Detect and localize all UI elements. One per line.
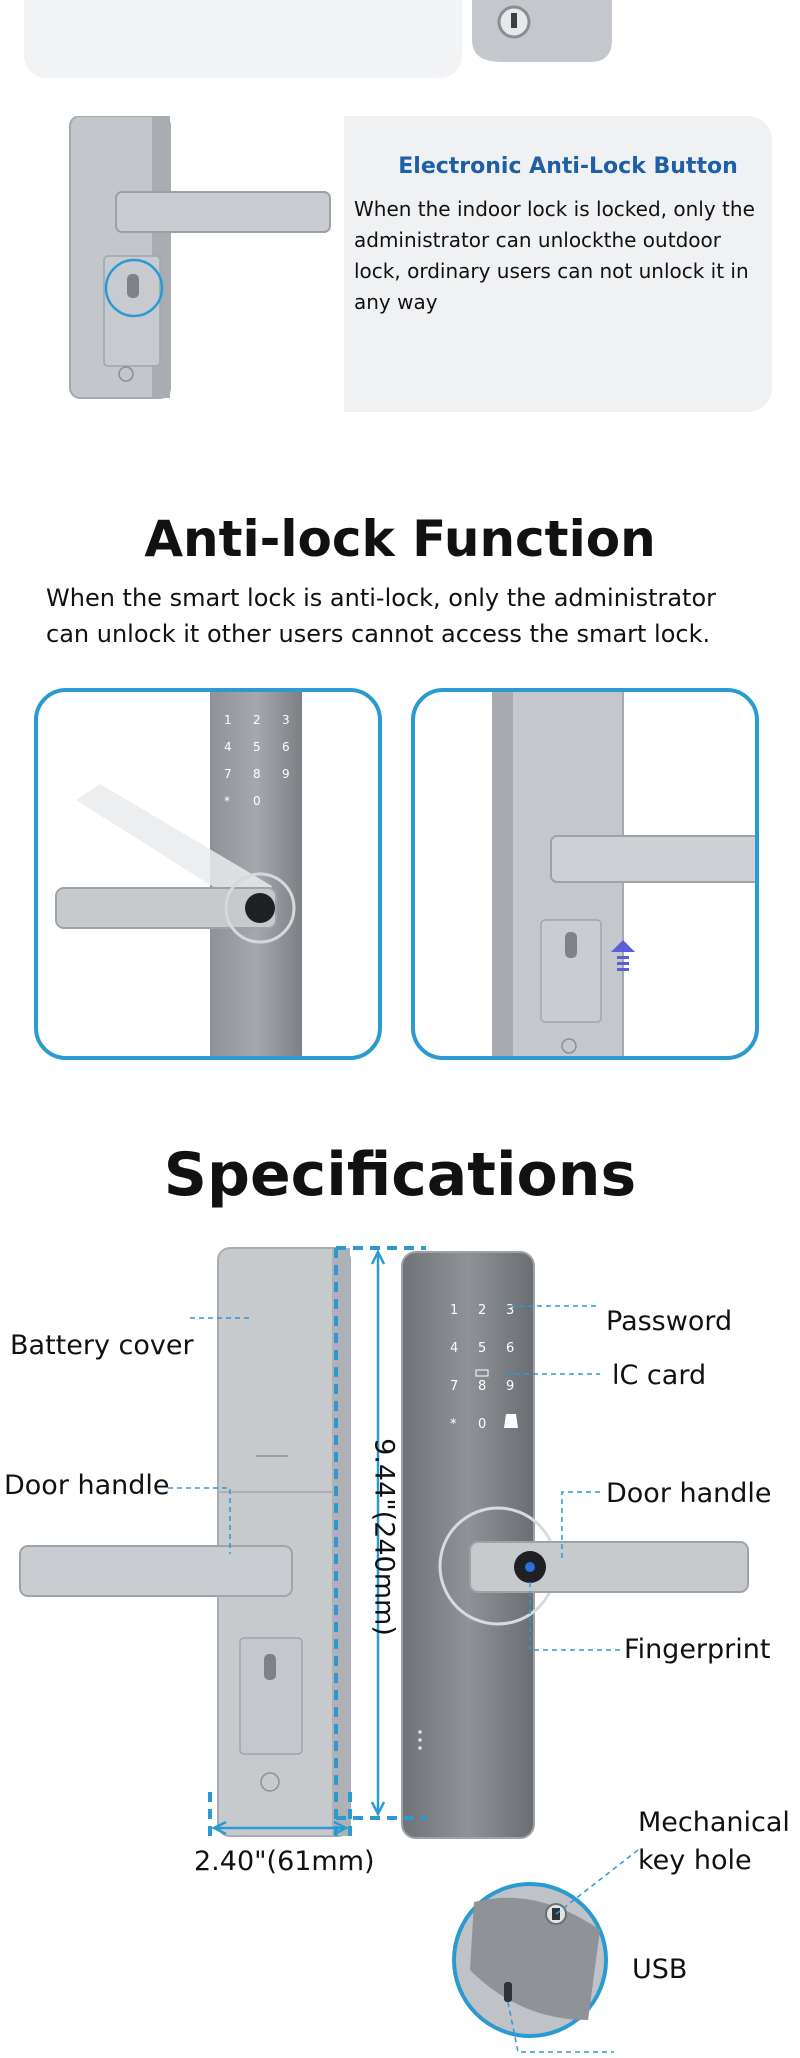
lock-cylinder-illustration xyxy=(24,0,462,78)
label-door-handle-left: Door handle xyxy=(4,1470,170,1501)
left-door-handle xyxy=(19,1545,293,1597)
card-title: Electronic Anti-Lock Button xyxy=(398,154,738,179)
label-door-handle-right: Door handle xyxy=(606,1478,772,1509)
keypad-key: * xyxy=(224,794,230,808)
keypad-key: 7 xyxy=(450,1379,458,1394)
anti-lock-photo-left: 1 2 3 4 5 6 7 8 9 * 0 xyxy=(34,688,382,1060)
anti-lock-photo-right xyxy=(411,688,759,1060)
keypad-key: 0 xyxy=(478,1417,486,1432)
keypad-key: 6 xyxy=(506,1341,514,1356)
specifications-diagram: 1 2 3 4 5 6 7 8 9 * 0 xyxy=(19,1246,749,2053)
right-door-handle xyxy=(469,1541,749,1593)
lock-cylinder-photo xyxy=(472,0,612,62)
label-ic-card: lC card xyxy=(612,1360,707,1391)
keypad-key: 0 xyxy=(253,794,261,808)
top-card xyxy=(24,0,462,78)
keypad-key: 8 xyxy=(253,767,261,781)
label-usb: USB xyxy=(632,1954,688,1985)
keypad-key: 3 xyxy=(506,1303,514,1318)
height-dimension: 9.44"(240mm) xyxy=(368,1438,400,1636)
label-battery-cover: Battery cover xyxy=(10,1330,194,1361)
keypad-key: 8 xyxy=(478,1379,486,1394)
bell-icon xyxy=(504,1414,518,1428)
indoor-lock-illustration xyxy=(69,116,331,399)
keypad-key: 7 xyxy=(224,767,232,781)
width-dimension: 2.40"(61mm) xyxy=(194,1846,375,1877)
keypad-key: * xyxy=(450,1417,457,1432)
keypad-key: 3 xyxy=(282,713,290,727)
card-description: When the indoor lock is locked, only the… xyxy=(354,197,755,314)
keypad-key: 1 xyxy=(450,1303,458,1318)
keypad-key: 5 xyxy=(478,1341,486,1356)
keypad-key: 5 xyxy=(253,740,261,754)
keypad-key: 9 xyxy=(282,767,290,781)
keypad-key: 6 xyxy=(282,740,290,754)
anti-lock-button-card: Electronic Anti-Lock Button When the ind… xyxy=(34,116,772,412)
keypad-key: 2 xyxy=(478,1303,486,1318)
keypad-key: 2 xyxy=(253,713,261,727)
specifications-heading: Specifications xyxy=(163,1140,637,1210)
label-fingerprint: Fingerprint xyxy=(624,1634,771,1665)
label-mechanical-key-hole: Mechanical key hole xyxy=(638,1807,790,1876)
label-password: Password xyxy=(606,1306,733,1337)
keypad-key: 4 xyxy=(224,740,232,754)
anti-lock-heading: Anti-lock Function xyxy=(144,510,656,568)
indoor-lock-photo xyxy=(34,116,344,412)
keypad-key: 1 xyxy=(224,713,232,727)
keypad-key: 9 xyxy=(506,1379,514,1394)
anti-lock-description: When the smart lock is anti-lock, only t… xyxy=(46,584,717,648)
keypad-key: 4 xyxy=(450,1341,458,1356)
